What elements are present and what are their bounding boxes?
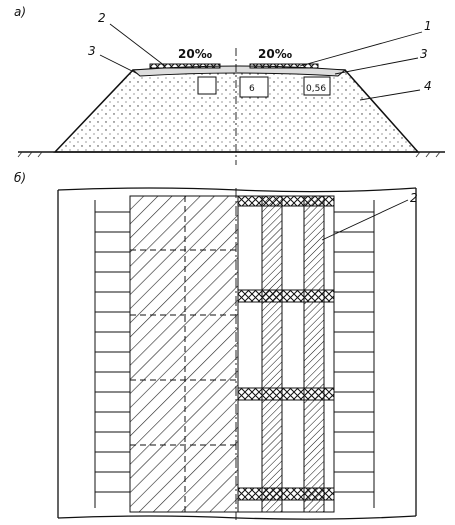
pavement-slabs [149,63,319,69]
callout-leaders-a [99,23,423,101]
left-hatched-zone [129,195,239,513]
slope-left-label: 20‰ [178,47,212,61]
foundation-blocks [197,76,331,98]
plan-outline [57,187,417,520]
block-label-056: 0,56 [306,84,326,94]
slope-right-label: 20‰ [258,47,292,61]
embankment-body [53,69,420,153]
callout-a-3-left: 3 [88,44,96,58]
callout-a-3-right: 3 [420,47,428,61]
callout-b-2: 2 [410,191,418,205]
slab-joints [130,196,238,512]
panel-a-label: а) [14,5,26,19]
panel-b-label: б) [14,171,26,185]
callout-a-1: 1 [424,19,432,33]
block-label-6: 6 [249,84,255,94]
left-slope-ticks [94,200,130,508]
right-strips [237,195,335,513]
right-slope-ticks [334,200,375,508]
callout-b-leader [321,199,409,241]
callout-a-2: 2 [98,11,106,25]
callout-a-4: 4 [424,79,432,93]
cross-bands [237,195,335,501]
